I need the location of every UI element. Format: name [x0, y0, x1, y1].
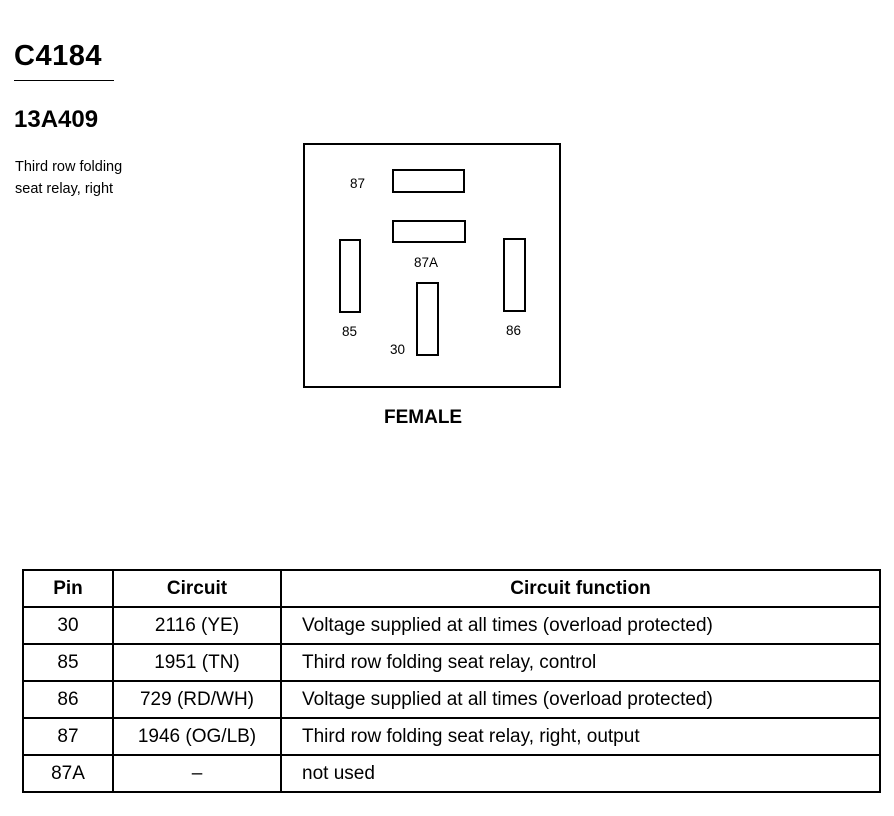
connector-description: Third row folding seat relay, right [15, 156, 185, 200]
pin-87-terminal [392, 169, 465, 193]
table-row: 87A – not used [22, 754, 881, 793]
pin-85-label: 85 [342, 324, 358, 339]
pin-cell: 30 [22, 606, 114, 645]
pin-cell: 87 [22, 717, 114, 756]
circuit-cell: 1946 (OG/LB) [112, 717, 282, 756]
function-cell: Voltage supplied at all times (overload … [280, 606, 881, 645]
function-column-header: Circuit function [280, 569, 881, 608]
description-line-1: Third row folding [15, 159, 123, 175]
circuit-column-header: Circuit [112, 569, 282, 608]
pin-87a-label: 87A [414, 255, 439, 270]
pin-30-terminal [416, 282, 439, 356]
part-number: 13A409 [14, 106, 99, 133]
circuit-cell: 729 (RD/WH) [112, 680, 282, 719]
function-cell: Third row folding seat relay, right, out… [280, 717, 881, 756]
function-cell: Voltage supplied at all times (overload … [280, 680, 881, 719]
pin-30-label: 30 [390, 342, 406, 357]
function-cell: Third row folding seat relay, control [280, 643, 881, 682]
circuit-cell: 1951 (TN) [112, 643, 282, 682]
table-header-row: Pin Circuit Circuit function [22, 569, 881, 608]
pin-cell: 85 [22, 643, 114, 682]
connector-face-diagram: 87 87A 85 86 30 [303, 143, 561, 388]
table-row: 30 2116 (YE) Voltage supplied at all tim… [22, 606, 881, 645]
connector-id-underline [14, 80, 114, 81]
description-line-2: seat relay, right [15, 181, 114, 197]
view-label: FEMALE [384, 407, 463, 428]
pin-85-terminal [339, 239, 361, 313]
pin-86-terminal [503, 238, 526, 312]
table-row: 85 1951 (TN) Third row folding seat rela… [22, 643, 881, 682]
pin-column-header: Pin [22, 569, 114, 608]
function-cell: not used [280, 754, 881, 793]
circuit-cell: – [112, 754, 282, 793]
pinout-table: Pin Circuit Circuit function 30 2116 (YE… [22, 569, 881, 793]
pin-cell: 86 [22, 680, 114, 719]
connector-id: C4184 [14, 40, 102, 72]
pin-87a-terminal [392, 220, 466, 243]
table-row: 87 1946 (OG/LB) Third row folding seat r… [22, 717, 881, 756]
pin-87-label: 87 [350, 176, 366, 191]
circuit-cell: 2116 (YE) [112, 606, 282, 645]
pin-86-label: 86 [506, 323, 522, 338]
pin-cell: 87A [22, 754, 114, 793]
table-row: 86 729 (RD/WH) Voltage supplied at all t… [22, 680, 881, 719]
